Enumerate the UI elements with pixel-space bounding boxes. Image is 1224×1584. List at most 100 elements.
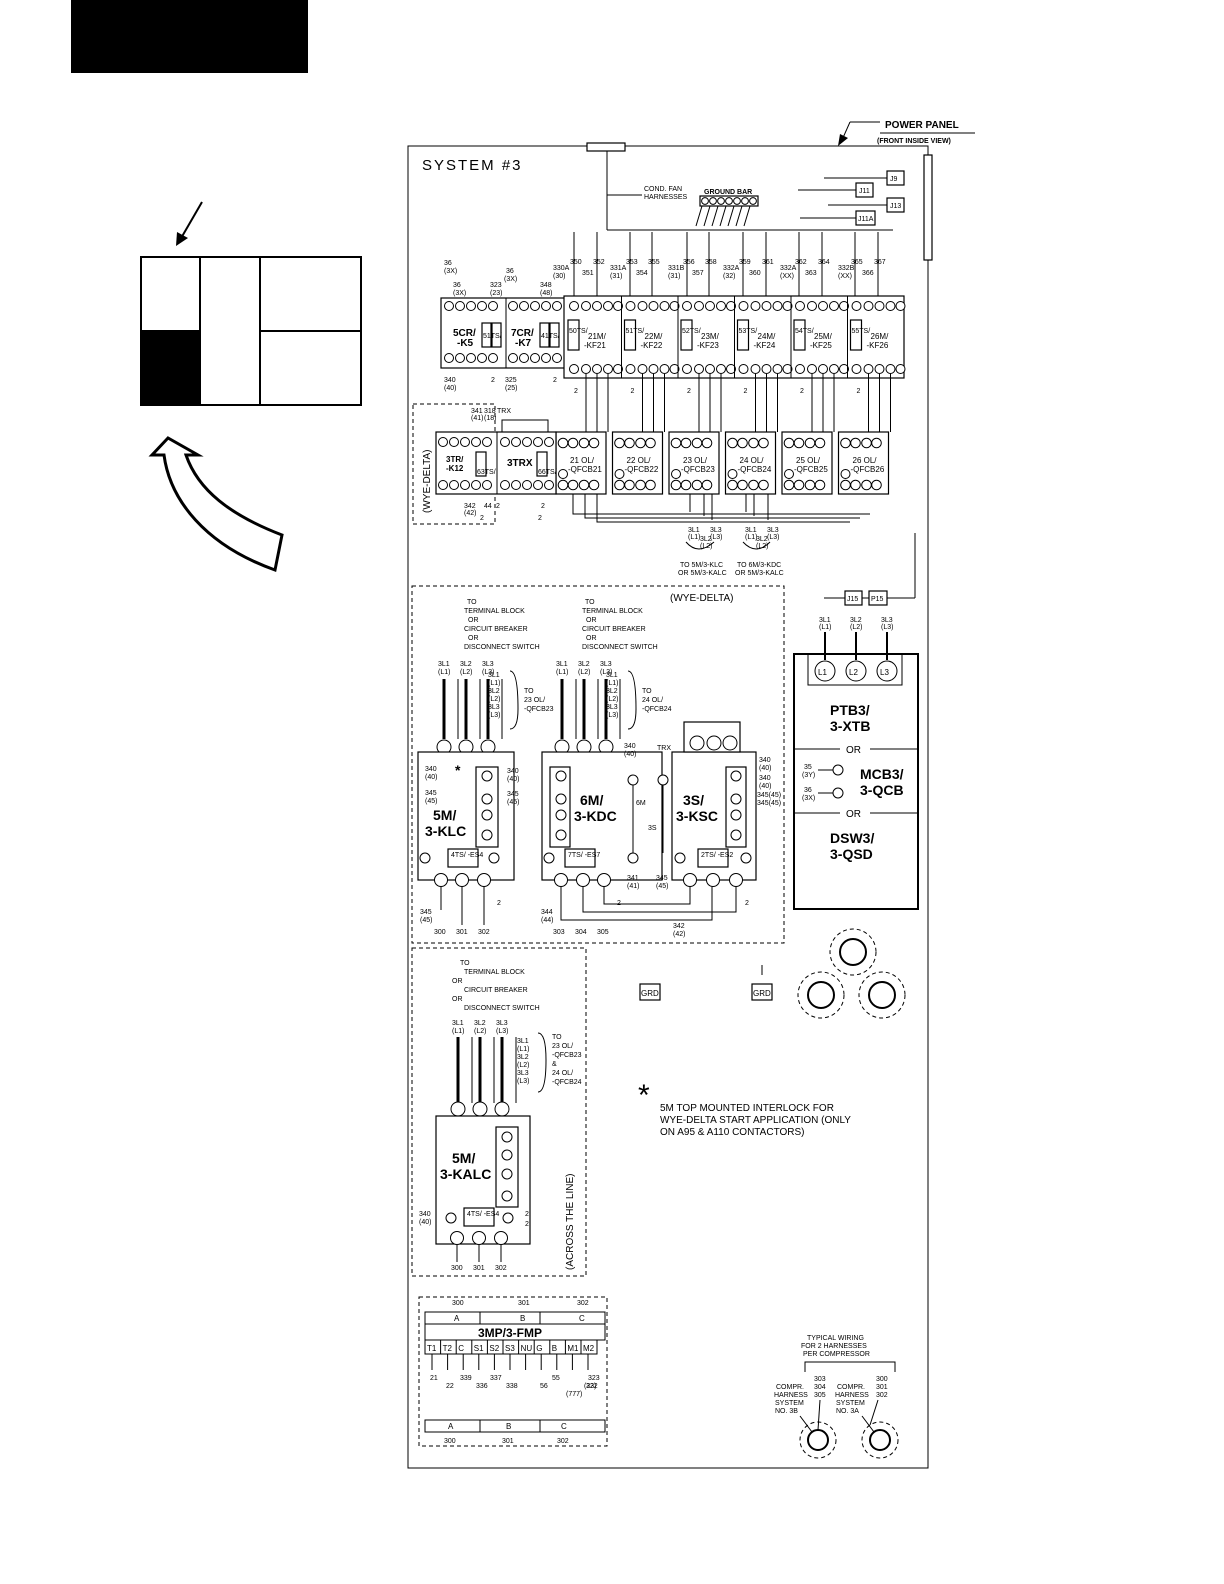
- klc-302: 302: [478, 929, 490, 936]
- trx-ts: 66TS/: [538, 469, 557, 476]
- contactor-top-terminal: [839, 301, 849, 311]
- contactor-wire-2: 2: [744, 388, 748, 395]
- fmp-col: M1: [567, 1344, 579, 1353]
- fmp-col: NU: [521, 1344, 533, 1353]
- term-block-text: TO: [585, 599, 595, 606]
- fmp-top-num: 300: [452, 1300, 464, 1307]
- top-wire-number: 356: [683, 259, 695, 266]
- k12-44: 2: [496, 503, 500, 510]
- fmp-bottom: 338: [506, 1383, 518, 1390]
- contactor-ts-label: 55TS/: [852, 328, 871, 335]
- k12-2c: 2: [541, 503, 545, 510]
- kdc-44: (44): [541, 917, 553, 924]
- relay-bottom-terminal: [508, 353, 518, 363]
- starter-load-terminal: [477, 873, 491, 887]
- starter-coil-terminal: [419, 852, 431, 864]
- oll-3l3: 3L3: [710, 527, 722, 534]
- term-block-text: DISCONNECT SWITCH: [464, 1005, 540, 1012]
- top-wire-number-2: 332B: [838, 265, 855, 272]
- kdc-340: 340: [624, 743, 636, 750]
- ground-bar-terminal: [749, 197, 757, 205]
- to-ol-label: TO: [524, 688, 534, 695]
- kalc-line-terminal: [494, 1101, 510, 1117]
- oll-3l1: 3L1: [688, 527, 700, 534]
- contactor-top-terminal: [637, 301, 648, 311]
- olr-to: TO 6M/3-KDC: [737, 562, 781, 569]
- overload-top-terminal: [840, 437, 851, 449]
- overload-top-terminal: [614, 437, 625, 449]
- mcb-sub: 3-QCB: [860, 782, 904, 798]
- top-wire-number-2: (32): [723, 273, 735, 280]
- ground-bar-terminal: [701, 197, 709, 205]
- note-line-3: ON A95 & A110 CONTACTORS): [660, 1127, 805, 1138]
- fmp-abc: A: [454, 1314, 460, 1323]
- connector-j9-label: J9: [890, 176, 898, 183]
- mcb-35: 35: [804, 764, 812, 771]
- relay-bottom-terminal: [444, 353, 454, 363]
- contactor-bottom-terminal: [885, 364, 896, 374]
- relay-bottom-terminal: [466, 353, 476, 363]
- k12-top-terminal: [449, 437, 459, 447]
- typ-302: 302: [876, 1392, 888, 1399]
- contactor-top-terminal: [772, 301, 783, 311]
- fmp-abc: C: [579, 1314, 585, 1323]
- k12-342: 342: [464, 503, 476, 510]
- overload-bottom-terminal: [850, 479, 861, 491]
- k12-bottom-terminal: [438, 480, 448, 490]
- top-wire-number-2: 331A: [610, 265, 627, 272]
- k12-bottom-terminal: [500, 480, 510, 490]
- olr-l1: (L1): [745, 534, 757, 541]
- ptb-l3: (L3): [881, 624, 893, 631]
- line-label: 3L1: [556, 661, 568, 668]
- term-block-text: CIRCUIT BREAKER: [464, 987, 528, 994]
- ksc-2: 2: [745, 900, 749, 907]
- ptb-l1: (L1): [819, 624, 831, 631]
- contactor-top-terminal: [592, 301, 602, 311]
- relay-top-terminal: [488, 301, 498, 311]
- overload-bottom-terminal: [578, 479, 590, 491]
- wye-delta-header: (WYE-DELTA): [670, 593, 734, 604]
- contactor-wire-2: 2: [631, 388, 635, 395]
- line-label: (L3): [496, 1028, 508, 1035]
- side-brace: [509, 670, 519, 730]
- top-wire-number: 359: [739, 259, 751, 266]
- locator-pointer-arrow: [179, 201, 203, 241]
- kalc-to-label: -QFCB23: [552, 1052, 582, 1059]
- kalc-2a: 2: [525, 1211, 529, 1218]
- side-line-label: 3L3: [488, 704, 500, 711]
- line-label: 3L3: [496, 1020, 508, 1027]
- ptb-3l2: 3L2: [850, 617, 862, 624]
- kalc-line-terminal: [472, 1101, 488, 1117]
- term-block-text: CIRCUIT BREAKER: [464, 626, 528, 633]
- top-wire-number-2: (31): [610, 273, 622, 280]
- typical-title-1: TYPICAL WIRING: [807, 1335, 864, 1342]
- kdc-303: 303: [553, 929, 565, 936]
- overload-top-terminal: [588, 437, 600, 449]
- load-wire: [603, 887, 691, 905]
- panel-title: SYSTEM #3: [422, 157, 523, 174]
- across-the-line-label: (ACROSS THE LINE): [565, 1174, 576, 1271]
- ptb-mcb-dsw-block: 3L1 (L1) 3L2 (L2) 3L3 (L3) L1 L2 L3 PTB3…: [793, 617, 919, 910]
- typ-r-3: SYSTEM: [836, 1400, 865, 1407]
- top-wire-number-2: 363: [805, 270, 817, 277]
- line-label: (L2): [474, 1028, 486, 1035]
- contactor-bottom-terminal: [625, 364, 636, 374]
- trx-18: (18): [484, 415, 496, 422]
- top-wire-number-2: (XX): [838, 273, 852, 280]
- j15-p15-connectors: J15 P15: [824, 533, 916, 606]
- term-block-text: OR: [586, 617, 597, 624]
- overload-top-terminal: [701, 437, 713, 449]
- k12-42: (42): [464, 510, 476, 517]
- contactor-bottom-terminal: [726, 364, 736, 374]
- trx-318: 318: [484, 408, 496, 415]
- to-ol-label: -QFCB23: [524, 706, 554, 713]
- line-label: 3L1: [438, 661, 450, 668]
- typ-l-4: NO. 3B: [775, 1408, 798, 1415]
- contactor-top-terminal: [669, 301, 680, 311]
- to-ol-label: -QFCB24: [642, 706, 672, 713]
- overload-bottom-terminal: [670, 479, 682, 491]
- typ-300: 300: [876, 1376, 888, 1383]
- side-line-label: (L2): [517, 1062, 529, 1069]
- aux-contact-terminal: [730, 770, 742, 782]
